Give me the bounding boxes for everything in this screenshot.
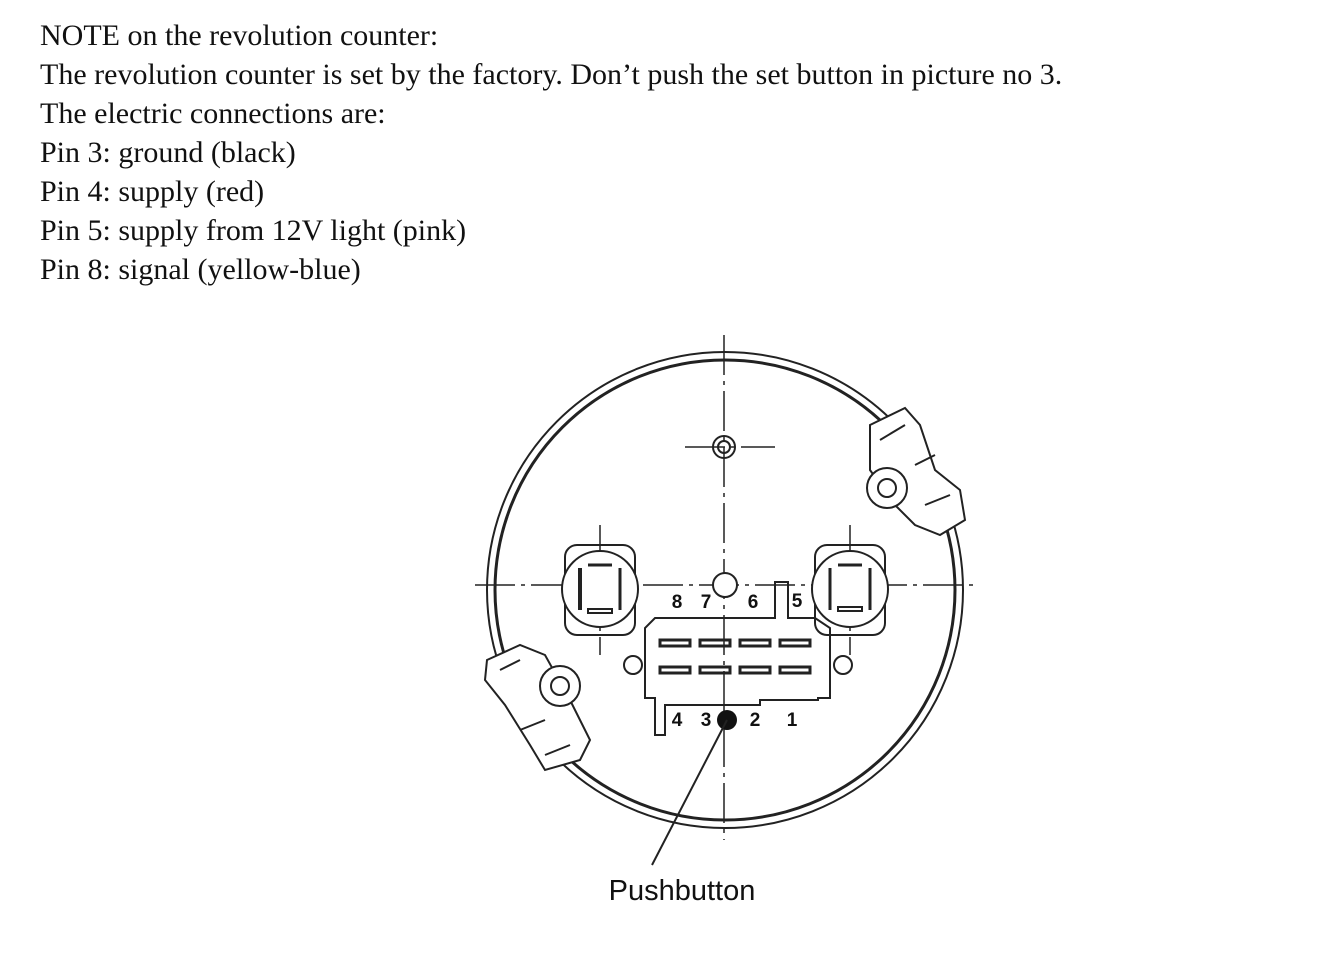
note-heading: NOTE on the revolution counter: — [40, 19, 439, 52]
pin-label-6: 6 — [748, 592, 759, 613]
top-mount-hole — [712, 435, 736, 459]
pin-3-description: Pin 3: ground (black) — [40, 136, 296, 169]
pin-5-description: Pin 5: supply from 12V light (pink) — [40, 214, 467, 247]
pin-8-description: Pin 8: signal (yellow-blue) — [40, 253, 361, 286]
pushbutton-caption: Pushbutton — [609, 875, 756, 907]
connector — [623, 581, 853, 736]
pin-label-4: 4 — [672, 710, 683, 731]
top-right-mount-clip — [866, 406, 967, 537]
right-lamp-socket — [811, 544, 889, 636]
pushbutton-leader-line — [651, 719, 728, 866]
left-lamp-socket — [561, 544, 639, 636]
pin-label-7: 7 — [701, 592, 712, 613]
housing-inner — [493, 358, 957, 822]
centre-hole — [712, 572, 738, 598]
note-text: NOTE on the revolution counter: The revo… — [40, 16, 1062, 289]
note-line: The electric connections are: — [40, 97, 386, 130]
pin-label-5: 5 — [792, 591, 803, 612]
housing-outer — [486, 351, 964, 829]
note-line: The revolution counter is set by the fac… — [40, 58, 1063, 91]
bottom-left-mount-clip — [483, 643, 592, 772]
pin-4-description: Pin 4: supply (red) — [40, 175, 265, 208]
pin-label-3: 3 — [701, 710, 712, 731]
pin-label-8: 8 — [672, 592, 683, 613]
pin-label-2: 2 — [750, 710, 761, 731]
pin-label-1: 1 — [787, 710, 798, 731]
